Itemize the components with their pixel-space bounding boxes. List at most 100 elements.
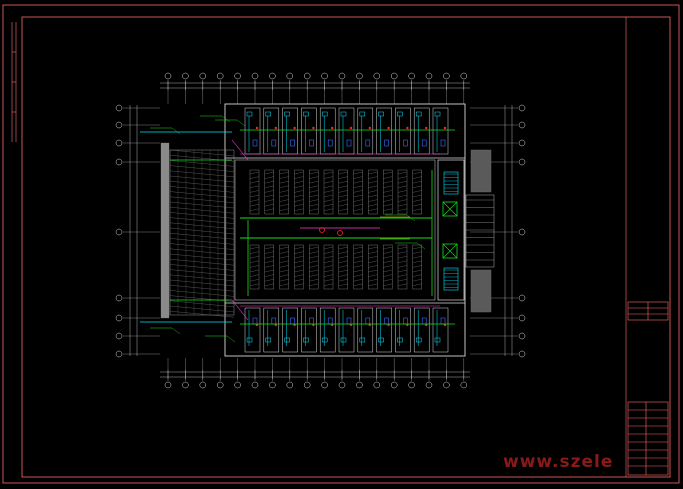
hatch-line bbox=[338, 246, 348, 250]
room-partition bbox=[357, 307, 374, 353]
hatch-line bbox=[323, 246, 334, 250]
building-outline bbox=[224, 103, 466, 357]
hatch-line bbox=[397, 190, 408, 193]
hatch-line bbox=[338, 185, 348, 188]
hatch-line bbox=[383, 279, 393, 282]
grid-bubble-icon bbox=[518, 104, 526, 112]
fixture-icon bbox=[346, 139, 352, 147]
grid-bubble-icon bbox=[518, 350, 526, 358]
hatch-line bbox=[353, 176, 363, 179]
room-partition bbox=[263, 307, 280, 353]
fixture-icon bbox=[387, 126, 390, 130]
shaft bbox=[442, 201, 458, 217]
equipment-block bbox=[368, 244, 378, 290]
grid-bubble-icon bbox=[518, 121, 526, 129]
grid-bubble-icon bbox=[425, 381, 433, 389]
leader-line bbox=[226, 335, 236, 343]
hatch-line bbox=[279, 171, 289, 175]
hatch-line bbox=[264, 208, 274, 211]
hatch-line bbox=[383, 181, 393, 184]
hatch-line bbox=[323, 185, 334, 188]
hatch-line bbox=[397, 199, 408, 202]
hatch-line bbox=[338, 269, 348, 273]
grid-bubble-icon bbox=[356, 72, 363, 80]
hatch-line bbox=[368, 256, 378, 259]
hatch-line bbox=[279, 185, 289, 188]
grid-bubble-icon bbox=[182, 381, 189, 389]
hatch-line bbox=[353, 171, 363, 175]
fixture-icon bbox=[415, 337, 422, 343]
hatch-line bbox=[279, 199, 289, 202]
hatch-line bbox=[368, 208, 378, 211]
equipment-block bbox=[249, 169, 260, 215]
fixture-icon bbox=[384, 317, 389, 325]
hatch-line bbox=[279, 269, 289, 273]
grid-bubble-icon bbox=[234, 381, 241, 389]
equipment-block bbox=[353, 244, 363, 290]
hatch-line bbox=[383, 260, 393, 263]
grid-bubble-icon bbox=[251, 381, 259, 389]
equipment-block bbox=[383, 244, 393, 290]
pipe-magenta bbox=[231, 299, 249, 321]
grid-bubble-icon bbox=[115, 228, 123, 236]
fixture-icon bbox=[403, 317, 408, 325]
hatch-line bbox=[309, 260, 319, 263]
hatch-line bbox=[383, 274, 393, 277]
equipment-block bbox=[323, 169, 334, 215]
grid-bubble-icon bbox=[390, 72, 398, 80]
hatch-line bbox=[368, 194, 378, 198]
grid-bubble-icon bbox=[164, 381, 172, 389]
hatch-line bbox=[279, 283, 289, 286]
grid-bubble-icon bbox=[321, 72, 328, 80]
room-partition bbox=[282, 307, 298, 353]
grid-bubble-icon bbox=[199, 381, 207, 389]
grid-bubble-icon bbox=[216, 72, 224, 80]
hatch-line bbox=[412, 251, 422, 254]
hatch-line bbox=[397, 204, 408, 207]
hatch-line bbox=[338, 274, 348, 277]
stair-icon bbox=[443, 171, 459, 195]
hatch-line bbox=[353, 204, 363, 207]
shaft bbox=[442, 243, 458, 259]
hatch-line bbox=[249, 279, 260, 282]
fixture-icon bbox=[331, 126, 334, 130]
hatch-line bbox=[323, 204, 334, 207]
fixture-icon bbox=[337, 230, 343, 236]
hatch-line bbox=[264, 171, 274, 175]
hatch-line bbox=[294, 265, 304, 268]
hatch-line bbox=[249, 265, 260, 268]
grid-bubble-icon bbox=[199, 72, 207, 80]
hatch-line bbox=[353, 185, 363, 188]
hatch-line bbox=[294, 199, 304, 202]
room-partition bbox=[395, 307, 411, 353]
hatch-line bbox=[309, 194, 319, 198]
hatch-line bbox=[338, 181, 348, 184]
hatch-line bbox=[412, 185, 422, 188]
hatch-line bbox=[279, 208, 289, 211]
hatch-line bbox=[309, 283, 319, 286]
grid-bubble-icon bbox=[269, 72, 276, 80]
hatch-line bbox=[338, 208, 348, 211]
hatch-line bbox=[249, 190, 260, 193]
fixture-icon bbox=[265, 111, 272, 117]
hatch-line bbox=[249, 181, 260, 184]
hatch-line bbox=[383, 171, 393, 175]
fixture-icon bbox=[365, 317, 371, 325]
hatch-line bbox=[412, 265, 422, 268]
hatch-line bbox=[368, 176, 378, 179]
equipment-block bbox=[323, 244, 334, 290]
hatch-line bbox=[353, 269, 363, 273]
grid-bubble-icon bbox=[408, 72, 415, 80]
hatch-line bbox=[264, 279, 274, 282]
hatch-line bbox=[412, 181, 422, 184]
hatch-line bbox=[294, 256, 304, 259]
grid-bubble-icon bbox=[269, 381, 276, 389]
hatch-line bbox=[383, 176, 393, 179]
equipment-block bbox=[368, 169, 378, 215]
fixture-icon bbox=[321, 337, 328, 343]
hatch-line bbox=[249, 251, 260, 254]
hatch-line bbox=[368, 181, 378, 184]
hatch-line bbox=[412, 279, 422, 282]
leader-line bbox=[221, 115, 231, 123]
